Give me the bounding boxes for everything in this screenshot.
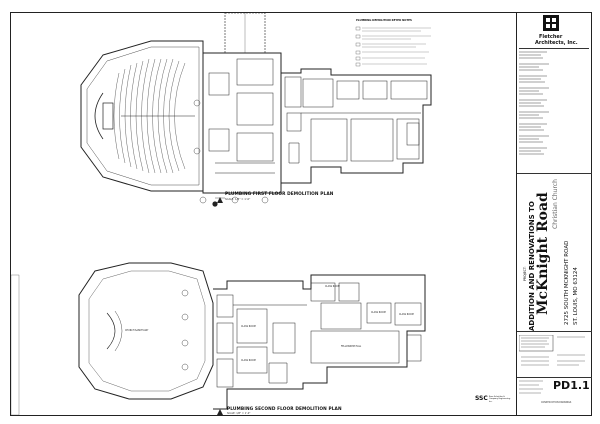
first-floor-plan-scale: SCALE: 1/8" = 1'-0" xyxy=(225,198,251,201)
project-label: PROJECT: xyxy=(523,266,527,282)
revision-block xyxy=(519,335,585,366)
consultant-listing xyxy=(519,51,549,155)
room-label: CLASS ROOM xyxy=(399,313,414,316)
sheet-number: PD1.1 xyxy=(553,379,590,392)
sheet-info-fields xyxy=(519,380,543,394)
floor-plans-drawing xyxy=(11,13,432,415)
project-address-1: 2725 SOUTH MCKNIGHT ROAD xyxy=(564,240,570,325)
project-name: McKnight Road xyxy=(535,192,551,315)
firm-name-2: Architects, Inc. xyxy=(535,40,578,46)
drawing-sheet: PLUMBING DEMOLITION KEYED NOTES PLUMBING… xyxy=(10,12,592,416)
room-label-sanctuary: CHURCH SANCTUARY xyxy=(125,329,149,332)
firm-name: Fletcher xyxy=(539,34,563,40)
issue-status: CONSTRUCTION DRAWINGS xyxy=(541,401,572,404)
room-label: CLASS ROOM xyxy=(241,325,256,328)
north-arrow-icon xyxy=(217,409,223,415)
title-block: Fletcher Architects, Inc. PROJECT: ADDIT… xyxy=(516,13,592,415)
first-floor-plan xyxy=(80,13,432,207)
north-arrow-icon xyxy=(217,197,223,203)
engineer-name: Ross Schnitker & Company Engineering, In… xyxy=(489,396,511,403)
room-label-fellowship: FELLOWSHIP HALL xyxy=(341,345,362,348)
firm-logo-icon xyxy=(543,15,559,31)
room-label: CLASS ROOM xyxy=(325,285,340,288)
first-floor-plan-title: PLUMBING FIRST FLOOR DEMOLITION PLAN xyxy=(225,192,334,197)
room-label: CLASS ROOM xyxy=(241,359,256,362)
project-address-2: ST. LOUIS, MO 63124 xyxy=(573,267,579,325)
second-floor-plan-title: PLUMBING SECOND FLOOR DEMOLITION PLAN xyxy=(227,407,342,412)
project-subtitle: Christian Church xyxy=(552,179,559,229)
second-floor-plan xyxy=(78,262,426,410)
keyed-notes-heading: PLUMBING DEMOLITION KEYED NOTES xyxy=(356,19,412,22)
room-label: CLASS ROOM xyxy=(371,311,386,314)
engineer-code: SSC xyxy=(475,395,488,402)
second-floor-plan-scale: SCALE: 1/8" = 1'-0" xyxy=(227,412,251,415)
